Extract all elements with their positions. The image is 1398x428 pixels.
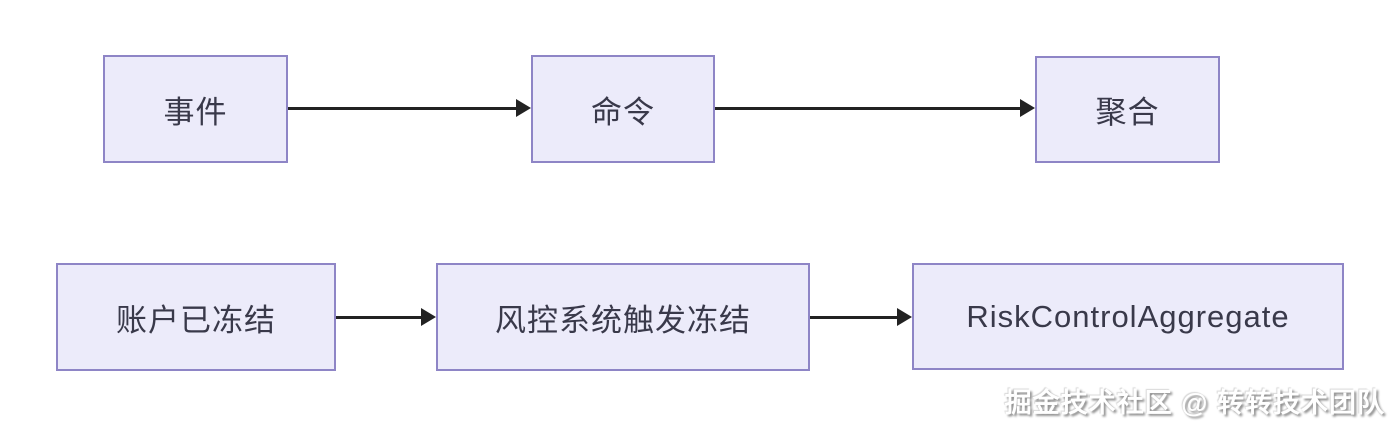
node-event: 事件: [103, 55, 288, 163]
node-aggregate: 聚合: [1035, 56, 1220, 163]
node-account-frozen: 账户已冻结: [56, 263, 336, 371]
node-risk-trigger-label: 风控系统触发冻结: [495, 302, 751, 338]
node-command-label: 命令: [591, 94, 655, 130]
node-event-label: 事件: [163, 94, 228, 130]
node-command: 命令: [531, 55, 715, 163]
arrowhead-icon: [516, 99, 531, 117]
arrow-shaft: [288, 106, 516, 110]
node-risk-control-aggregate: RiskControlAggregate: [912, 263, 1344, 370]
arrowhead-icon: [1020, 99, 1035, 117]
watermark-text: 掘金技术社区 @ 转转技术团队: [1004, 388, 1385, 418]
arrowhead-icon: [421, 308, 436, 326]
arrow-shaft: [336, 315, 421, 319]
arrow-account-frozen-to-risk-trigger: [336, 307, 436, 327]
node-risk-trigger: 风控系统触发冻结: [436, 263, 810, 371]
node-account-frozen-label: 账户已冻结: [116, 302, 276, 338]
arrow-shaft: [810, 315, 897, 319]
arrow-event-to-command: [288, 98, 531, 118]
arrow-shaft: [715, 106, 1020, 110]
arrow-command-to-aggregate: [715, 98, 1035, 118]
arrowhead-icon: [897, 308, 912, 326]
node-risk-control-aggregate-label: RiskControlAggregate: [966, 298, 1290, 334]
node-aggregate-label: 聚合: [1095, 95, 1160, 130]
arrow-risk-trigger-to-risk-control-aggregate: [810, 307, 912, 327]
